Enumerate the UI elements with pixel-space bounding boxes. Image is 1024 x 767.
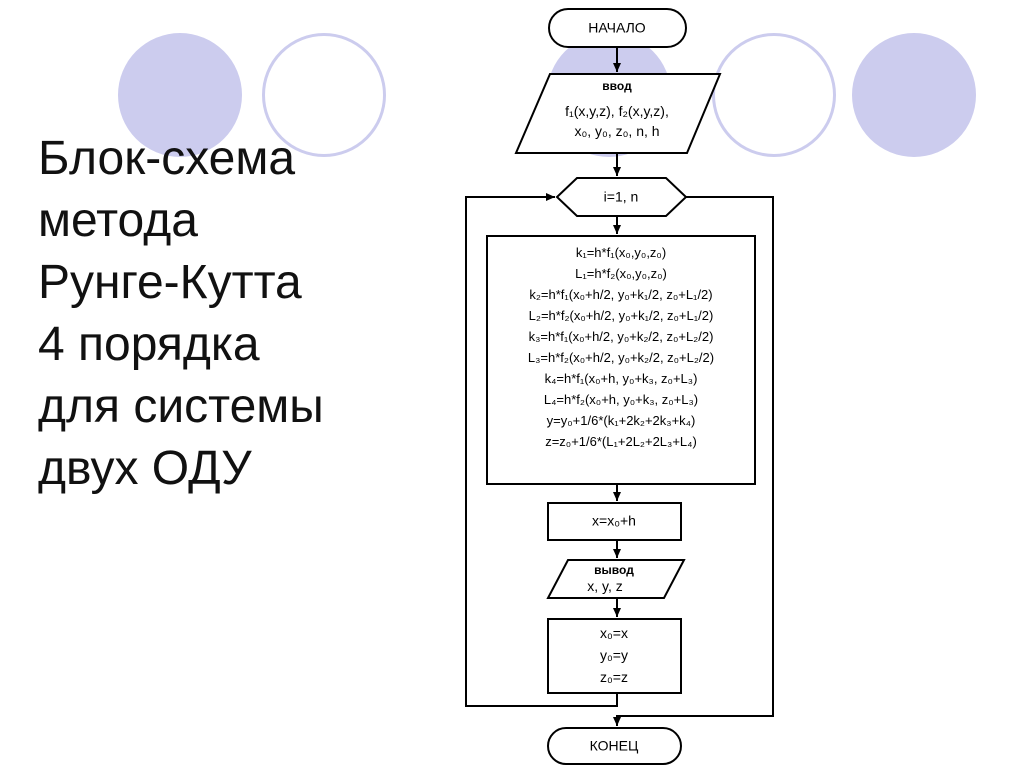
formula-k1: k₁=h*f₁(x₀,y₀,z₀) <box>576 245 666 260</box>
slide-title-line: метода <box>38 194 198 247</box>
output-values: x, y, z <box>587 578 623 594</box>
assign-block <box>547 618 682 694</box>
formula-k3: k₃=h*f₁(x₀+h/2, y₀+k₂/2, z₀+L₂/2) <box>529 329 714 344</box>
loop-exit-line <box>613 196 774 726</box>
slide-title-line: 4 порядка <box>38 318 260 371</box>
assign-z: z₀=z <box>600 669 628 685</box>
slide-title-line: Рунге-Кутта <box>38 256 302 309</box>
loop-label: i=1, n <box>604 189 639 205</box>
assign-y: y₀=y <box>600 647 628 663</box>
update-x-label: x=x₀+h <box>592 513 636 529</box>
formula-z: z=z₀+1/6*(L₁+2L₂+2L₃+L₄) <box>545 434 697 449</box>
decor-circle-1 <box>118 33 242 157</box>
slide-title-line: для системы <box>38 380 324 433</box>
flow-connectors <box>465 47 774 726</box>
decor-circle-5 <box>852 33 976 157</box>
loop-block <box>555 177 688 217</box>
output-label: вывод <box>594 563 634 577</box>
output-block <box>546 559 686 599</box>
decor-circle-4 <box>712 33 836 157</box>
input-params: x₀, y₀, z₀, n, h <box>574 123 659 139</box>
input-block <box>514 73 722 154</box>
formula-l3: L₃=h*f₂(x₀+h/2, y₀+k₂/2, z₀+L₂/2) <box>528 350 714 365</box>
input-label: ввод <box>602 79 632 93</box>
loop-back-line <box>465 193 618 707</box>
formula-k4: k₄=h*f₁(x₀+h, y₀+k₃, z₀+L₃) <box>545 371 698 386</box>
slide-title-line: двух ОДУ <box>38 442 252 495</box>
start-label: НАЧАЛО <box>588 20 646 36</box>
slide-title-line: Блок-схема <box>38 132 296 185</box>
update-x-block <box>547 502 682 541</box>
formula-l2: L₂=h*f₂(x₀+h/2, y₀+k₁/2, z₀+L₁/2) <box>529 308 714 323</box>
formula-k2: k₂=h*f₁(x₀+h/2, y₀+k₁/2, z₀+L₁/2) <box>529 287 712 302</box>
formula-l1: L₁=h*f₂(x₀,y₀,z₀) <box>575 266 667 281</box>
slide-title: Блок-схема метода Рунге-Кутта 4 порядка … <box>38 128 458 500</box>
formula-y: y=y₀+1/6*(k₁+2k₂+2k₃+k₄) <box>547 413 696 428</box>
decor-circle-2 <box>262 33 386 157</box>
end-terminator <box>547 727 682 765</box>
input-functions: f₁(x,y,z), f₂(x,y,z), <box>565 103 669 119</box>
compute-block <box>486 235 756 485</box>
assign-x: x₀=x <box>600 625 628 641</box>
formula-l4: L₄=h*f₂(x₀+h, y₀+k₃, z₀+L₃) <box>544 392 698 407</box>
end-label: КОНЕЦ <box>590 738 639 754</box>
start-terminator <box>548 8 687 48</box>
